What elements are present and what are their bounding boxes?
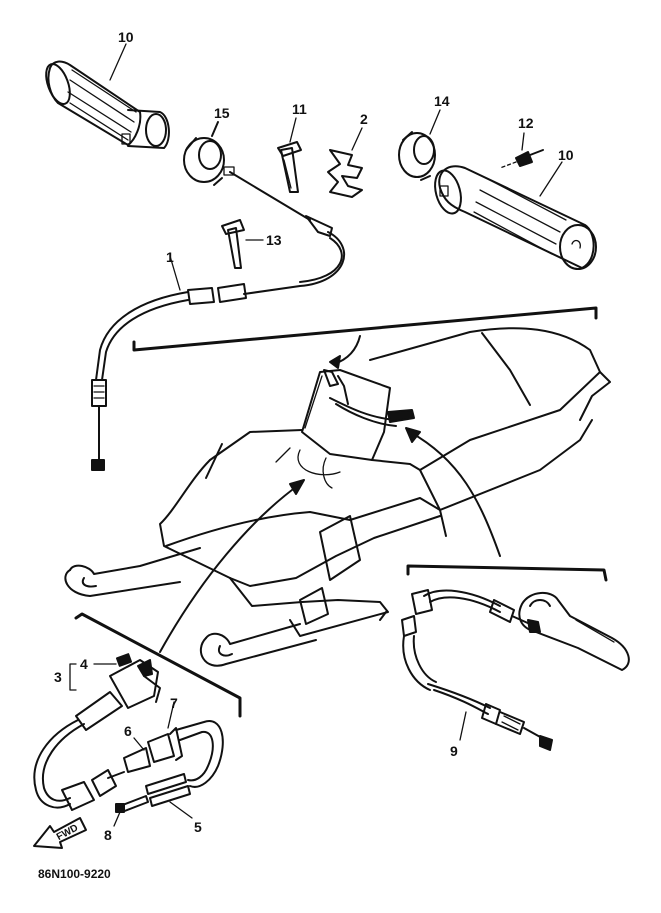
brake-lever-cable-9 (401, 589, 630, 751)
label-part-10-left: 10 (118, 29, 134, 45)
label-part-7: 7 (170, 695, 178, 711)
label-part-14: 14 (434, 93, 450, 109)
left-group-bracket (74, 612, 242, 718)
label-part-9: 9 (450, 743, 458, 759)
snowmobile (64, 327, 611, 667)
front-direction-arrow (33, 817, 87, 849)
upper-group-bracket (132, 306, 598, 352)
switch-wiring-group (33, 653, 224, 827)
label-part-3: 3 (54, 669, 62, 685)
arrow-from-right-group (409, 431, 501, 557)
fwd-label: FWD (55, 823, 80, 843)
collar-14 (398, 109, 441, 181)
label-part-5: 5 (194, 819, 202, 835)
label-part-15: 15 (214, 105, 230, 121)
left-grip (45, 60, 170, 149)
label-part-6: 6 (124, 723, 132, 739)
label-part-4: 4 (80, 656, 88, 672)
throttle-cable-1 (91, 166, 346, 471)
right-group-bracket (406, 564, 608, 582)
screw-12 (499, 132, 544, 169)
label-part-11: 11 (292, 101, 307, 117)
pin-13 (221, 219, 264, 269)
label-part-1: 1 (166, 249, 174, 265)
collar-15 (183, 121, 225, 186)
label-part-13: 13 (266, 232, 282, 248)
diagram-code: 86N100-9220 (38, 867, 111, 881)
label-part-10-right: 10 (558, 147, 574, 163)
spring-clip-2 (327, 127, 363, 198)
label-part-8: 8 (104, 827, 112, 843)
clip-11 (277, 117, 302, 193)
label-part-2: 2 (360, 111, 368, 127)
right-grip (434, 165, 597, 270)
label-part-12: 12 (518, 115, 534, 131)
arrow-from-left-group (159, 483, 301, 653)
